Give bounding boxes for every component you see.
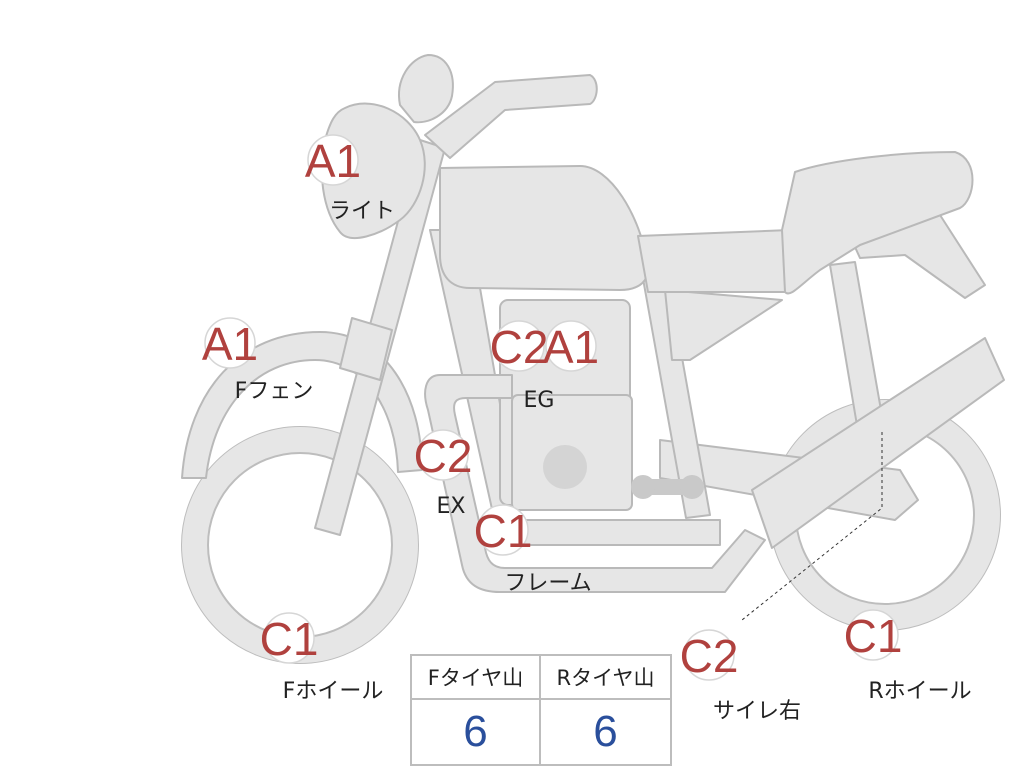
engine-badge-right: A1 xyxy=(543,320,599,373)
frame-badge-text: C1 xyxy=(474,505,533,557)
front-wheel-badge-text: C1 xyxy=(260,613,319,665)
rear-tire-value: 6 xyxy=(593,707,618,756)
exhaust-pipe-shape xyxy=(424,374,766,593)
silencer-right-badge-text: C2 xyxy=(680,630,739,682)
light-badge: A1 xyxy=(305,134,361,187)
rear-wheel-badge: C1 xyxy=(844,609,903,662)
front-wheel-label: Fホイール xyxy=(283,679,384,704)
rear-wheel-label: Rホイール xyxy=(868,679,971,704)
fork-cover-shape xyxy=(339,317,393,381)
seat-rear-shape xyxy=(781,151,974,295)
light-badge-text: A1 xyxy=(305,135,361,187)
frame-label: フレーム xyxy=(504,571,591,596)
engine-badge-left-text: C2 xyxy=(490,321,549,373)
indicator-line xyxy=(741,432,883,621)
handlebar-shape xyxy=(424,74,598,159)
frame-badge: C1 xyxy=(474,504,533,557)
seat-shape xyxy=(637,229,791,293)
front-fender-badge: A1 xyxy=(202,317,258,370)
exhaust-label: EX xyxy=(437,494,466,519)
rear-tire-header: Rタイヤ山 xyxy=(541,656,670,700)
silencer-right-label: サイレ右 xyxy=(713,699,801,724)
footpeg-knob-shape xyxy=(631,475,655,499)
rear-wheel-badge-text: C1 xyxy=(844,610,903,662)
engine-badge-left: C2 xyxy=(490,320,549,373)
fuel-tank-shape xyxy=(439,165,650,291)
light-label: ライト xyxy=(329,199,395,224)
exhaust-badge-text: C2 xyxy=(414,430,473,482)
front-fender-badge-text: A1 xyxy=(202,318,258,370)
engine-badge-right-text: A1 xyxy=(543,321,599,373)
front-fender-label: Fフェン xyxy=(235,379,314,404)
engine-cover-shape xyxy=(543,445,587,489)
mirror-shape xyxy=(398,54,454,124)
footpeg-knob-shape xyxy=(680,475,704,499)
front-wheel-badge: C1 xyxy=(260,612,319,665)
engine-label: EG xyxy=(524,388,555,413)
tire-tread-table: Fタイヤ山 Rタイヤ山 6 6 xyxy=(410,654,672,766)
exhaust-badge: C2 xyxy=(414,429,473,482)
front-tire-header: Fタイヤ山 xyxy=(412,656,541,700)
silencer-right-badge: C2 xyxy=(680,629,739,682)
silencer-shape xyxy=(751,337,1005,549)
side-cover-shape xyxy=(664,289,783,361)
front-tire-value: 6 xyxy=(412,700,541,764)
